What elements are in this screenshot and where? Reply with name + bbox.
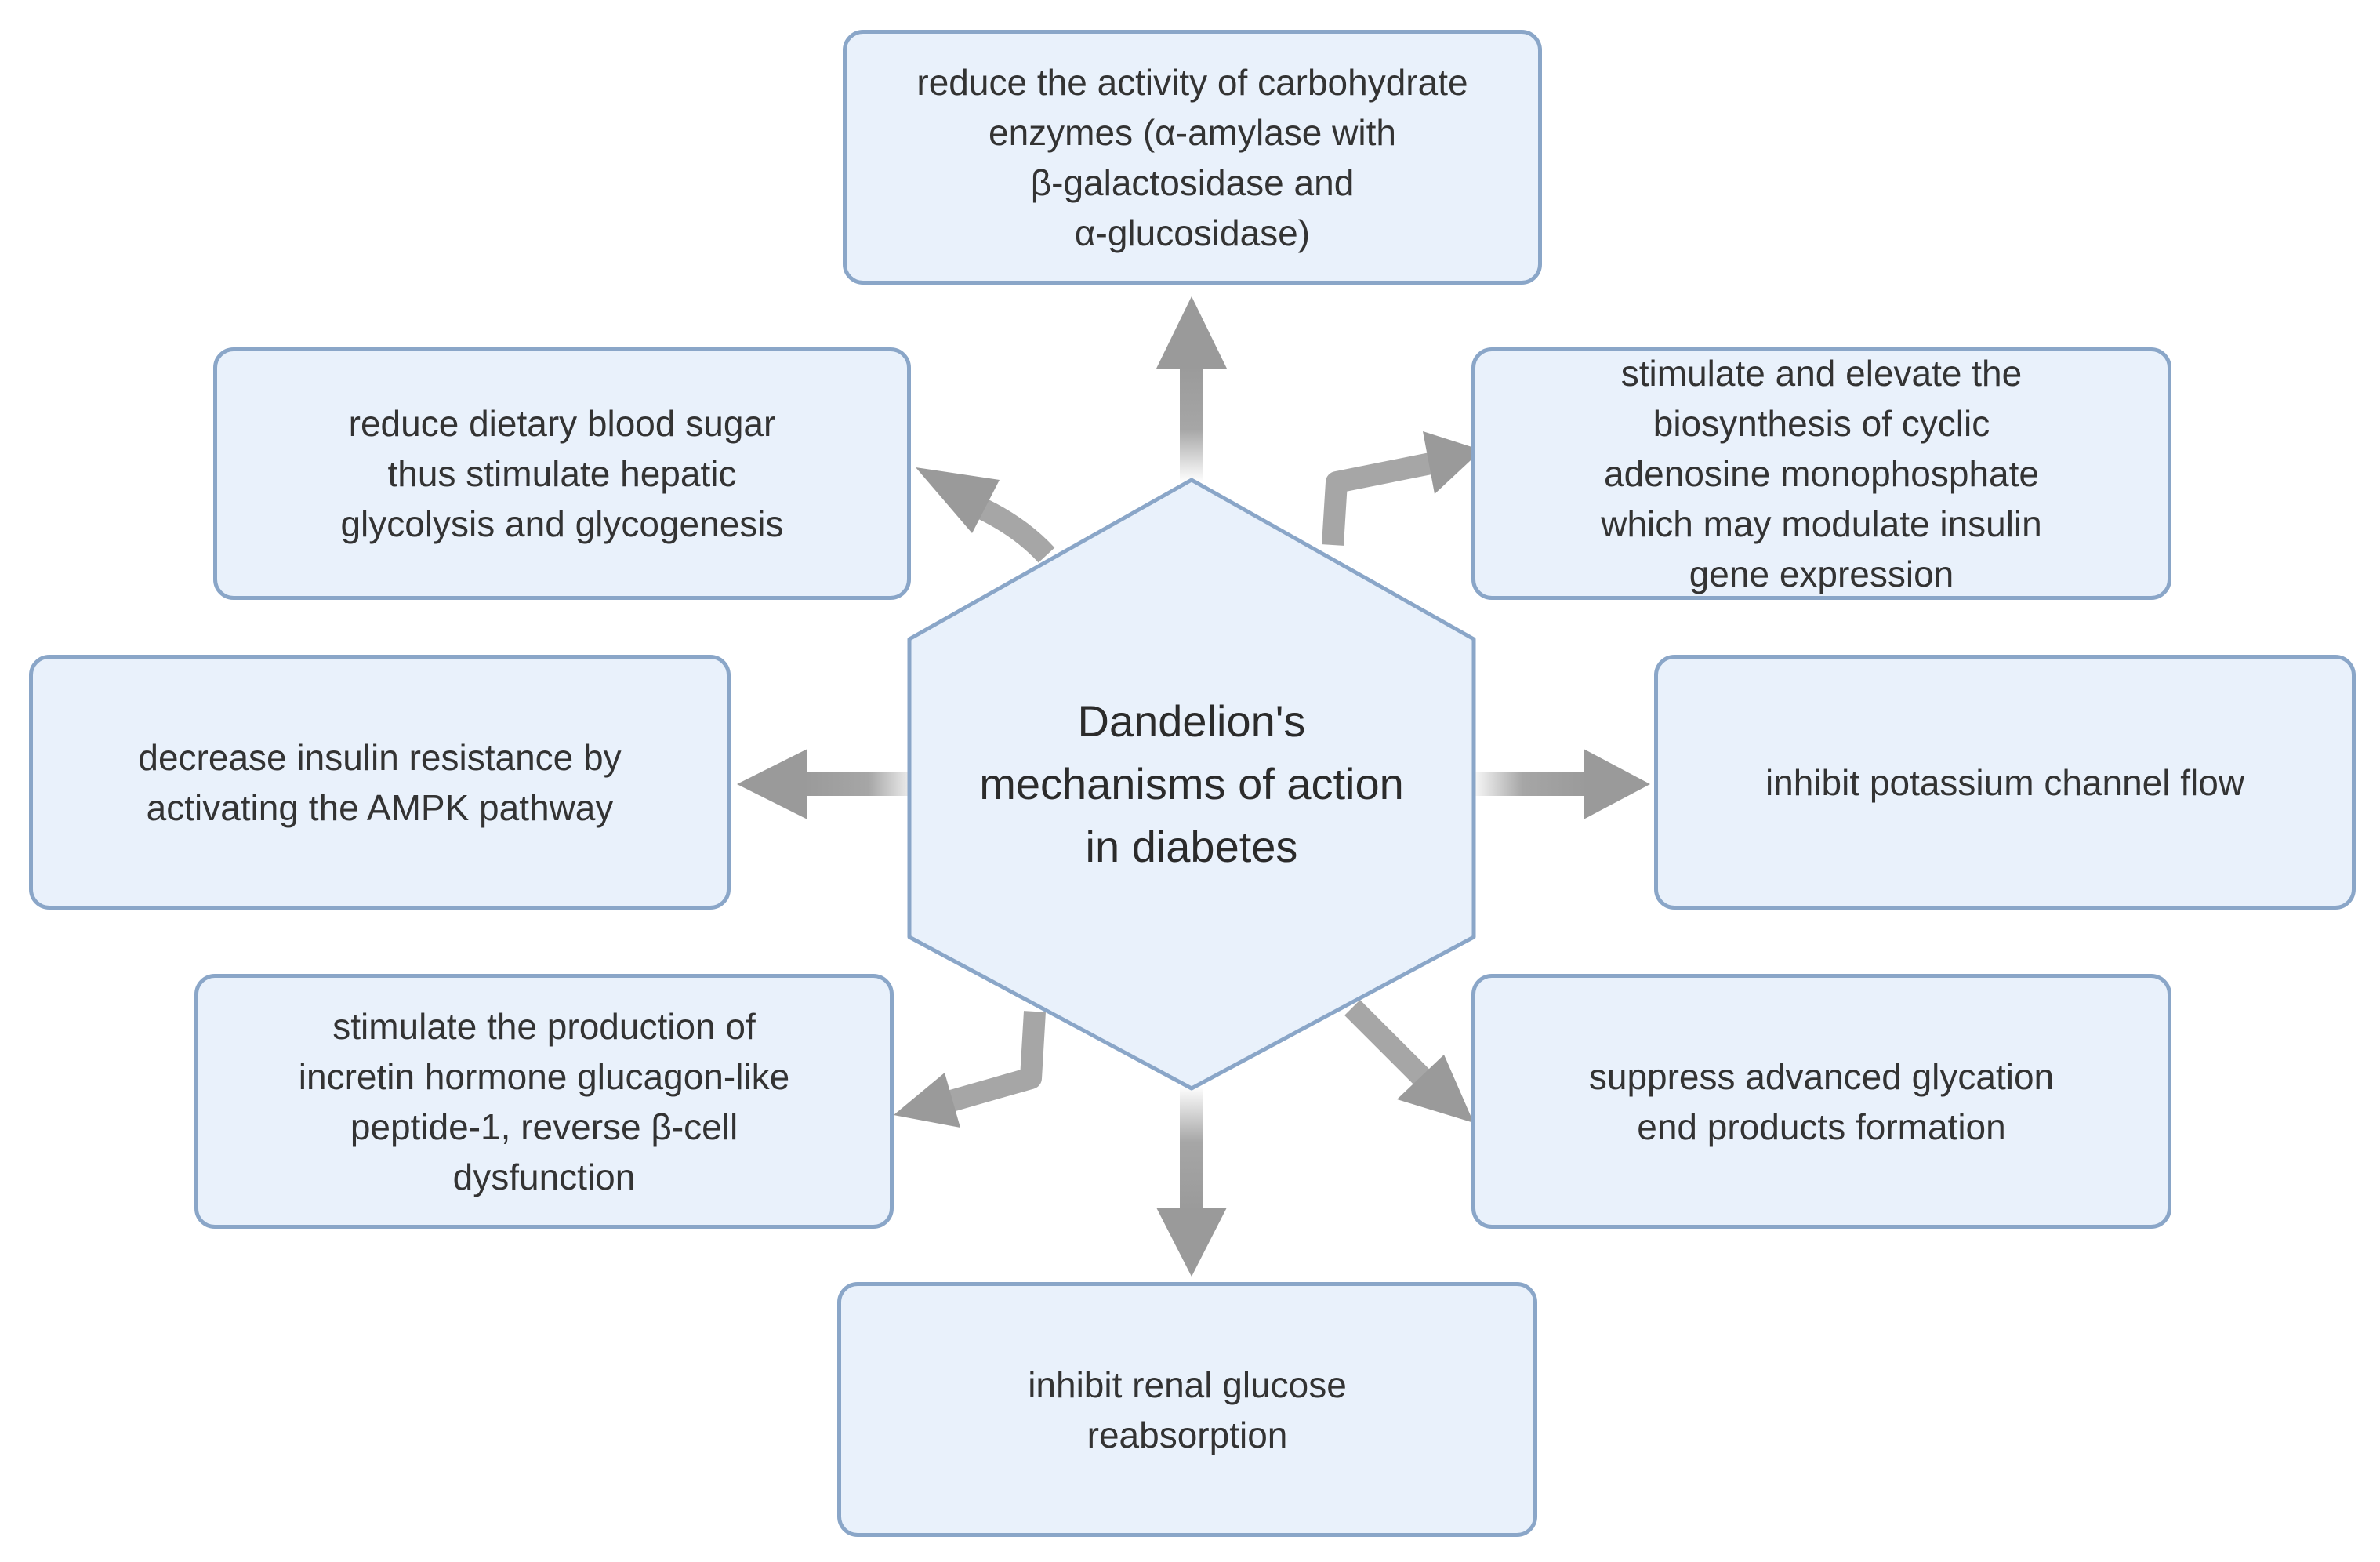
potassium-channel-text: inhibit potassium channel flow: [1765, 761, 2245, 803]
box-insulin-resistance: decrease insulin resistance by activatin…: [29, 655, 731, 910]
dietary-blood-sugar-text: reduce dietary blood sugar thus stimulat…: [340, 403, 784, 544]
arrow-to-dietary-blood-sugar: [916, 467, 1055, 563]
center-hexagon: [907, 478, 1476, 1091]
arrow-to-glycation-end-products: [1344, 1000, 1474, 1123]
box-incretin-hormone: stimulate the production of incretin hor…: [194, 974, 894, 1229]
glycation-end-products-text: suppress advanced glycation end products…: [1588, 1055, 2055, 1147]
insulin-resistance-text: decrease insulin resistance by activatin…: [138, 736, 622, 828]
renal-glucose-text: inhibit renal glucose reabsorption: [1028, 1364, 1347, 1455]
carbohydrate-enzymes-text: reduce the activity of carbohydrate enzy…: [916, 61, 1468, 253]
arrow-to-cyclic-amp: [1322, 431, 1482, 546]
arrow-to-insulin-resistance: [737, 749, 921, 819]
arrow-to-incretin-hormone: [894, 1011, 1046, 1128]
incretin-hormone-text: stimulate the production of incretin hor…: [298, 1005, 790, 1197]
box-cyclic-amp: stimulate and elevate the biosynthesis o…: [1471, 347, 2171, 600]
arrow-to-potassium-channel: [1470, 749, 1650, 819]
box-renal-glucose: inhibit renal glucose reabsorption: [837, 1282, 1537, 1537]
center-label: Dandelion's mechanisms of action in diab…: [917, 674, 1466, 894]
cyclic-amp-text: stimulate and elevate the biosynthesis o…: [1601, 353, 2042, 594]
box-glycation-end-products: suppress advanced glycation end products…: [1471, 974, 2171, 1229]
box-potassium-channel: inhibit potassium channel flow: [1654, 655, 2356, 910]
arrow-to-renal-glucose: [1156, 1086, 1227, 1277]
box-carbohydrate-enzymes: reduce the activity of carbohydrate enzy…: [843, 30, 1542, 285]
box-dietary-blood-sugar: reduce dietary blood sugar thus stimulat…: [213, 347, 911, 600]
center-title: Dandelion's mechanisms of action in diab…: [979, 696, 1404, 871]
arrow-to-carbohydrate-enzymes: [1156, 296, 1227, 482]
